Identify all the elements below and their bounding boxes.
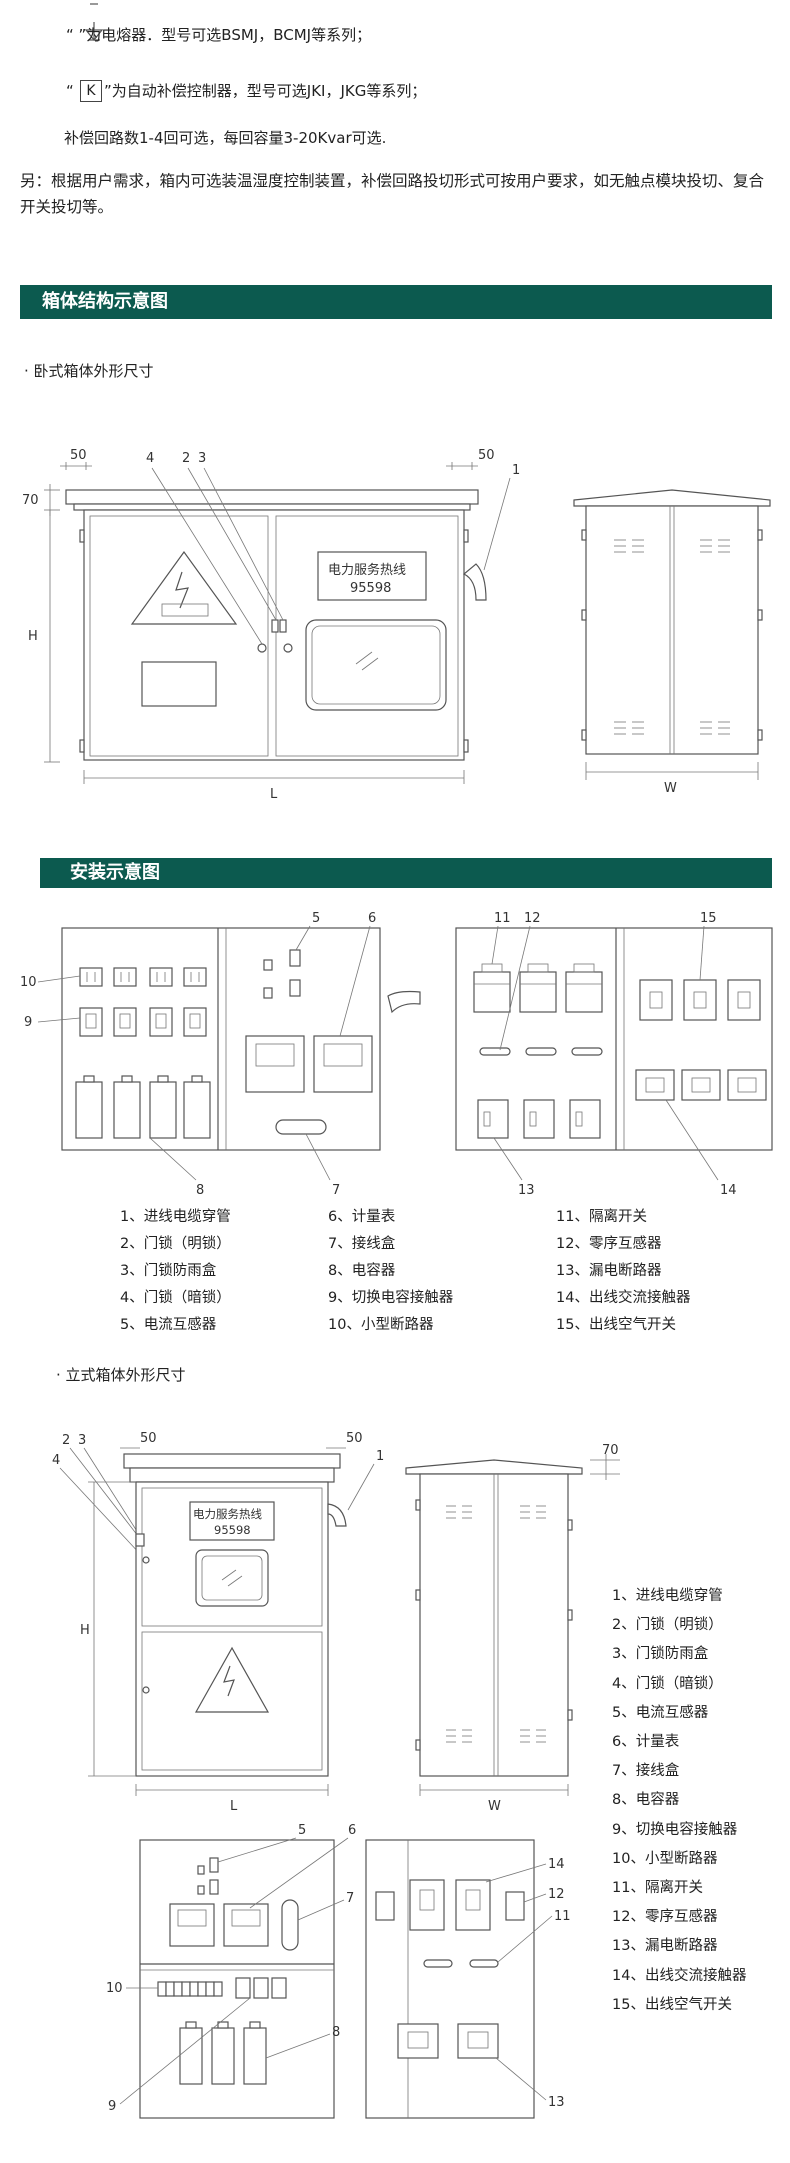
callout-6-v: 6 — [348, 1823, 356, 1838]
legend-item: 1、进线电缆穿管 — [120, 1209, 231, 1225]
fuse-symbol-icon — [84, 3, 104, 41]
legend-item: 7、接线盒 — [328, 1236, 396, 1252]
legend-item: 5、电流互感器 — [612, 1704, 709, 1721]
callout-15-h: 15 — [700, 911, 717, 926]
legend-item: 14、出线交流接触器 — [556, 1290, 691, 1306]
legend-item: 11、隔离开关 — [612, 1880, 703, 1897]
callout-3-h: 3 — [198, 451, 206, 466]
section-title-box-structure: 箱体结构示意图 — [42, 291, 168, 312]
callout-7-h: 7 — [332, 1183, 340, 1198]
fuse-description: “ ”为电熔器．型号可选BSMJ，BCMJ等系列； — [66, 26, 372, 44]
callout-13-v: 13 — [548, 2095, 565, 2110]
dim-l-v: L — [230, 1799, 238, 1814]
vertical-install-diagram: 5 6 7 8 9 10 14 12 11 13 — [106, 1823, 571, 2119]
callout-4-v: 4 — [52, 1453, 60, 1468]
legend-col-3: 11、隔离开关 12、零序互感器 13、漏电断路器 14、出线交流接触器 15、… — [556, 1204, 690, 1339]
callout-12-h: 12 — [524, 911, 541, 926]
legend-item: 15、出线空气开关 — [556, 1317, 676, 1333]
callout-5-v: 5 — [298, 1823, 306, 1838]
section-bar-box-structure: 箱体结构示意图 — [20, 285, 772, 319]
vertical-subtitle: · 立式箱体外形尺寸 — [56, 1366, 186, 1384]
callout-1-v: 1 — [376, 1449, 384, 1464]
legend-item: 8、电容器 — [328, 1263, 396, 1279]
callout-7-v: 7 — [346, 1891, 354, 1906]
callout-2-v: 2 — [62, 1433, 70, 1448]
dim-h: H — [28, 629, 38, 644]
legend-item: 13、漏电断路器 — [556, 1263, 662, 1279]
legend-item: 8、电容器 — [612, 1792, 680, 1809]
legend-item: 9、切换电容接触器 — [328, 1290, 454, 1306]
legend-item: 4、门锁（暗锁） — [120, 1290, 231, 1306]
legend-col-1: 1、进线电缆穿管 2、门锁（明锁） 3、门锁防雨盒 4、门锁（暗锁） 5、电流互… — [120, 1204, 231, 1339]
dim-50-right-v: 50 — [346, 1431, 363, 1446]
legend-item: 12、零序互感器 — [556, 1236, 662, 1252]
dim-h-v: H — [80, 1623, 90, 1638]
dim-70-left: 70 — [22, 493, 39, 508]
controller-symbol-box: K — [80, 80, 102, 102]
controller-description: ”为自动补偿控制器，型号可选JKI，JKG等系列； — [104, 82, 427, 100]
legend-item: 10、小型断路器 — [612, 1850, 718, 1867]
horizontal-subtitle: · 卧式箱体外形尺寸 — [24, 362, 154, 380]
legend-item: 3、门锁防雨盒 — [120, 1263, 217, 1279]
legend-item: 10、小型断路器 — [328, 1317, 434, 1333]
callout-11-v: 11 — [554, 1909, 571, 1924]
hotline-label-h: 电力服务热线 — [328, 562, 406, 578]
hotline-label-v: 电力服务热线 — [193, 1507, 262, 1521]
dim-l: L — [270, 787, 278, 802]
controller-quote-open: “ — [66, 82, 74, 100]
vertical-box-diagram: 2 3 4 50 50 1 H 电力服务热线 95598 L 70 — [52, 1431, 620, 1814]
callout-13-h: 13 — [518, 1183, 535, 1198]
legend-item: 4、门锁（暗锁） — [612, 1675, 723, 1692]
dim-w-v: W — [488, 1799, 501, 1814]
legend-item: 2、门锁（明锁） — [612, 1617, 723, 1634]
dim-50-left-v: 50 — [140, 1431, 157, 1446]
dim-50-right: 50 — [478, 448, 495, 463]
legend-item: 2、门锁（明锁） — [120, 1236, 231, 1252]
callout-10-h: 10 — [20, 975, 37, 990]
callout-2-h: 2 — [182, 451, 190, 466]
legend-item: 11、隔离开关 — [556, 1209, 647, 1225]
circuits-description: 补偿回路数1-4回可选，每回容量3-20Kvar可选. — [64, 129, 387, 147]
legend-item: 6、计量表 — [328, 1209, 396, 1225]
callout-3-v: 3 — [78, 1433, 86, 1448]
optional-note: 另：根据用户需求，箱内可选装温湿度控制装置，补偿回路投切形式可按用户要求，如无触… — [20, 172, 765, 216]
callout-14-v: 14 — [548, 1857, 565, 1872]
callout-8-v: 8 — [332, 2025, 340, 2040]
callout-4-h: 4 — [146, 451, 154, 466]
legend-item: 14、出线交流接触器 — [612, 1967, 747, 1984]
dim-w: W — [664, 781, 677, 796]
callout-1-h: 1 — [512, 463, 520, 478]
legend-item: 12、零序互感器 — [612, 1909, 718, 1926]
callout-9-h: 9 — [24, 1015, 32, 1030]
legend-col-2: 6、计量表 7、接线盒 8、电容器 9、切换电容接触器 10、小型断路器 — [328, 1204, 453, 1339]
callout-10-v: 10 — [106, 1981, 123, 1996]
section-title-install: 安装示意图 — [70, 862, 160, 883]
horizontal-box-diagram: 50 70 H 电力服务热线 95598 4 2 3 1 50 — [22, 448, 771, 802]
legend-item: 7、接线盒 — [612, 1763, 680, 1780]
legend-item: 5、电流互感器 — [120, 1317, 217, 1333]
hotline-number-h: 95598 — [350, 581, 391, 596]
legend-item: 6、计量表 — [612, 1734, 680, 1751]
horizontal-install-diagram: 10 9 8 7 5 6 11 12 13 — [20, 911, 773, 1198]
legend-item: 1、进线电缆穿管 — [612, 1588, 723, 1604]
callout-12-v: 12 — [548, 1887, 565, 1902]
legend-item: 15、出线空气开关 — [612, 1996, 732, 2013]
callout-6-h: 6 — [368, 911, 376, 926]
callout-9-v: 9 — [108, 2099, 116, 2114]
dim-70-v: 70 — [602, 1443, 619, 1458]
legend-item: 13、漏电断路器 — [612, 1938, 718, 1955]
legend-item: 9、切换电容接触器 — [612, 1821, 738, 1838]
callout-14-h: 14 — [720, 1183, 737, 1198]
dim-50-left: 50 — [70, 448, 87, 463]
legend-item: 3、门锁防雨盒 — [612, 1646, 709, 1663]
hotline-number-v: 95598 — [214, 1523, 251, 1537]
callout-11-h: 11 — [494, 911, 511, 926]
callout-5-h: 5 — [312, 911, 320, 926]
section-bar-install: 安装示意图 — [40, 858, 772, 888]
legend-vertical: 1、进线电缆穿管 2、门锁（明锁） 3、门锁防雨盒 4、门锁（暗锁） 5、电流互… — [612, 1582, 746, 2020]
callout-8-h: 8 — [196, 1183, 204, 1198]
